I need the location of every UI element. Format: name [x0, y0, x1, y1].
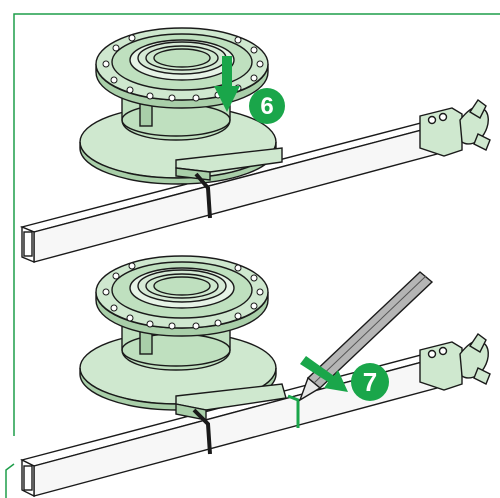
step-7-number: 7 — [363, 367, 377, 397]
tab-clip — [194, 172, 212, 219]
flange-bolt-holes — [102, 262, 264, 330]
tab-clip — [192, 408, 212, 455]
threaded-flange — [95, 255, 269, 337]
flange-bolt-holes — [102, 34, 264, 102]
step-6-badge: 6 — [249, 88, 285, 124]
marking-line — [287, 394, 300, 428]
instruction-frame — [5, 13, 500, 498]
arrow-down-icon — [214, 56, 240, 112]
step-7-badge: 7 — [351, 363, 389, 401]
step-7-illustration: 7 — [20, 255, 491, 498]
step-6-number: 6 — [260, 93, 273, 120]
pencil-icon — [298, 271, 434, 402]
arrow-diagonal-icon — [300, 356, 348, 392]
tube-clamp-knob — [419, 98, 491, 157]
tube-clamp-knob — [419, 332, 491, 391]
threaded-flange — [95, 27, 269, 109]
step-6-illustration: 6 — [19, 27, 491, 264]
